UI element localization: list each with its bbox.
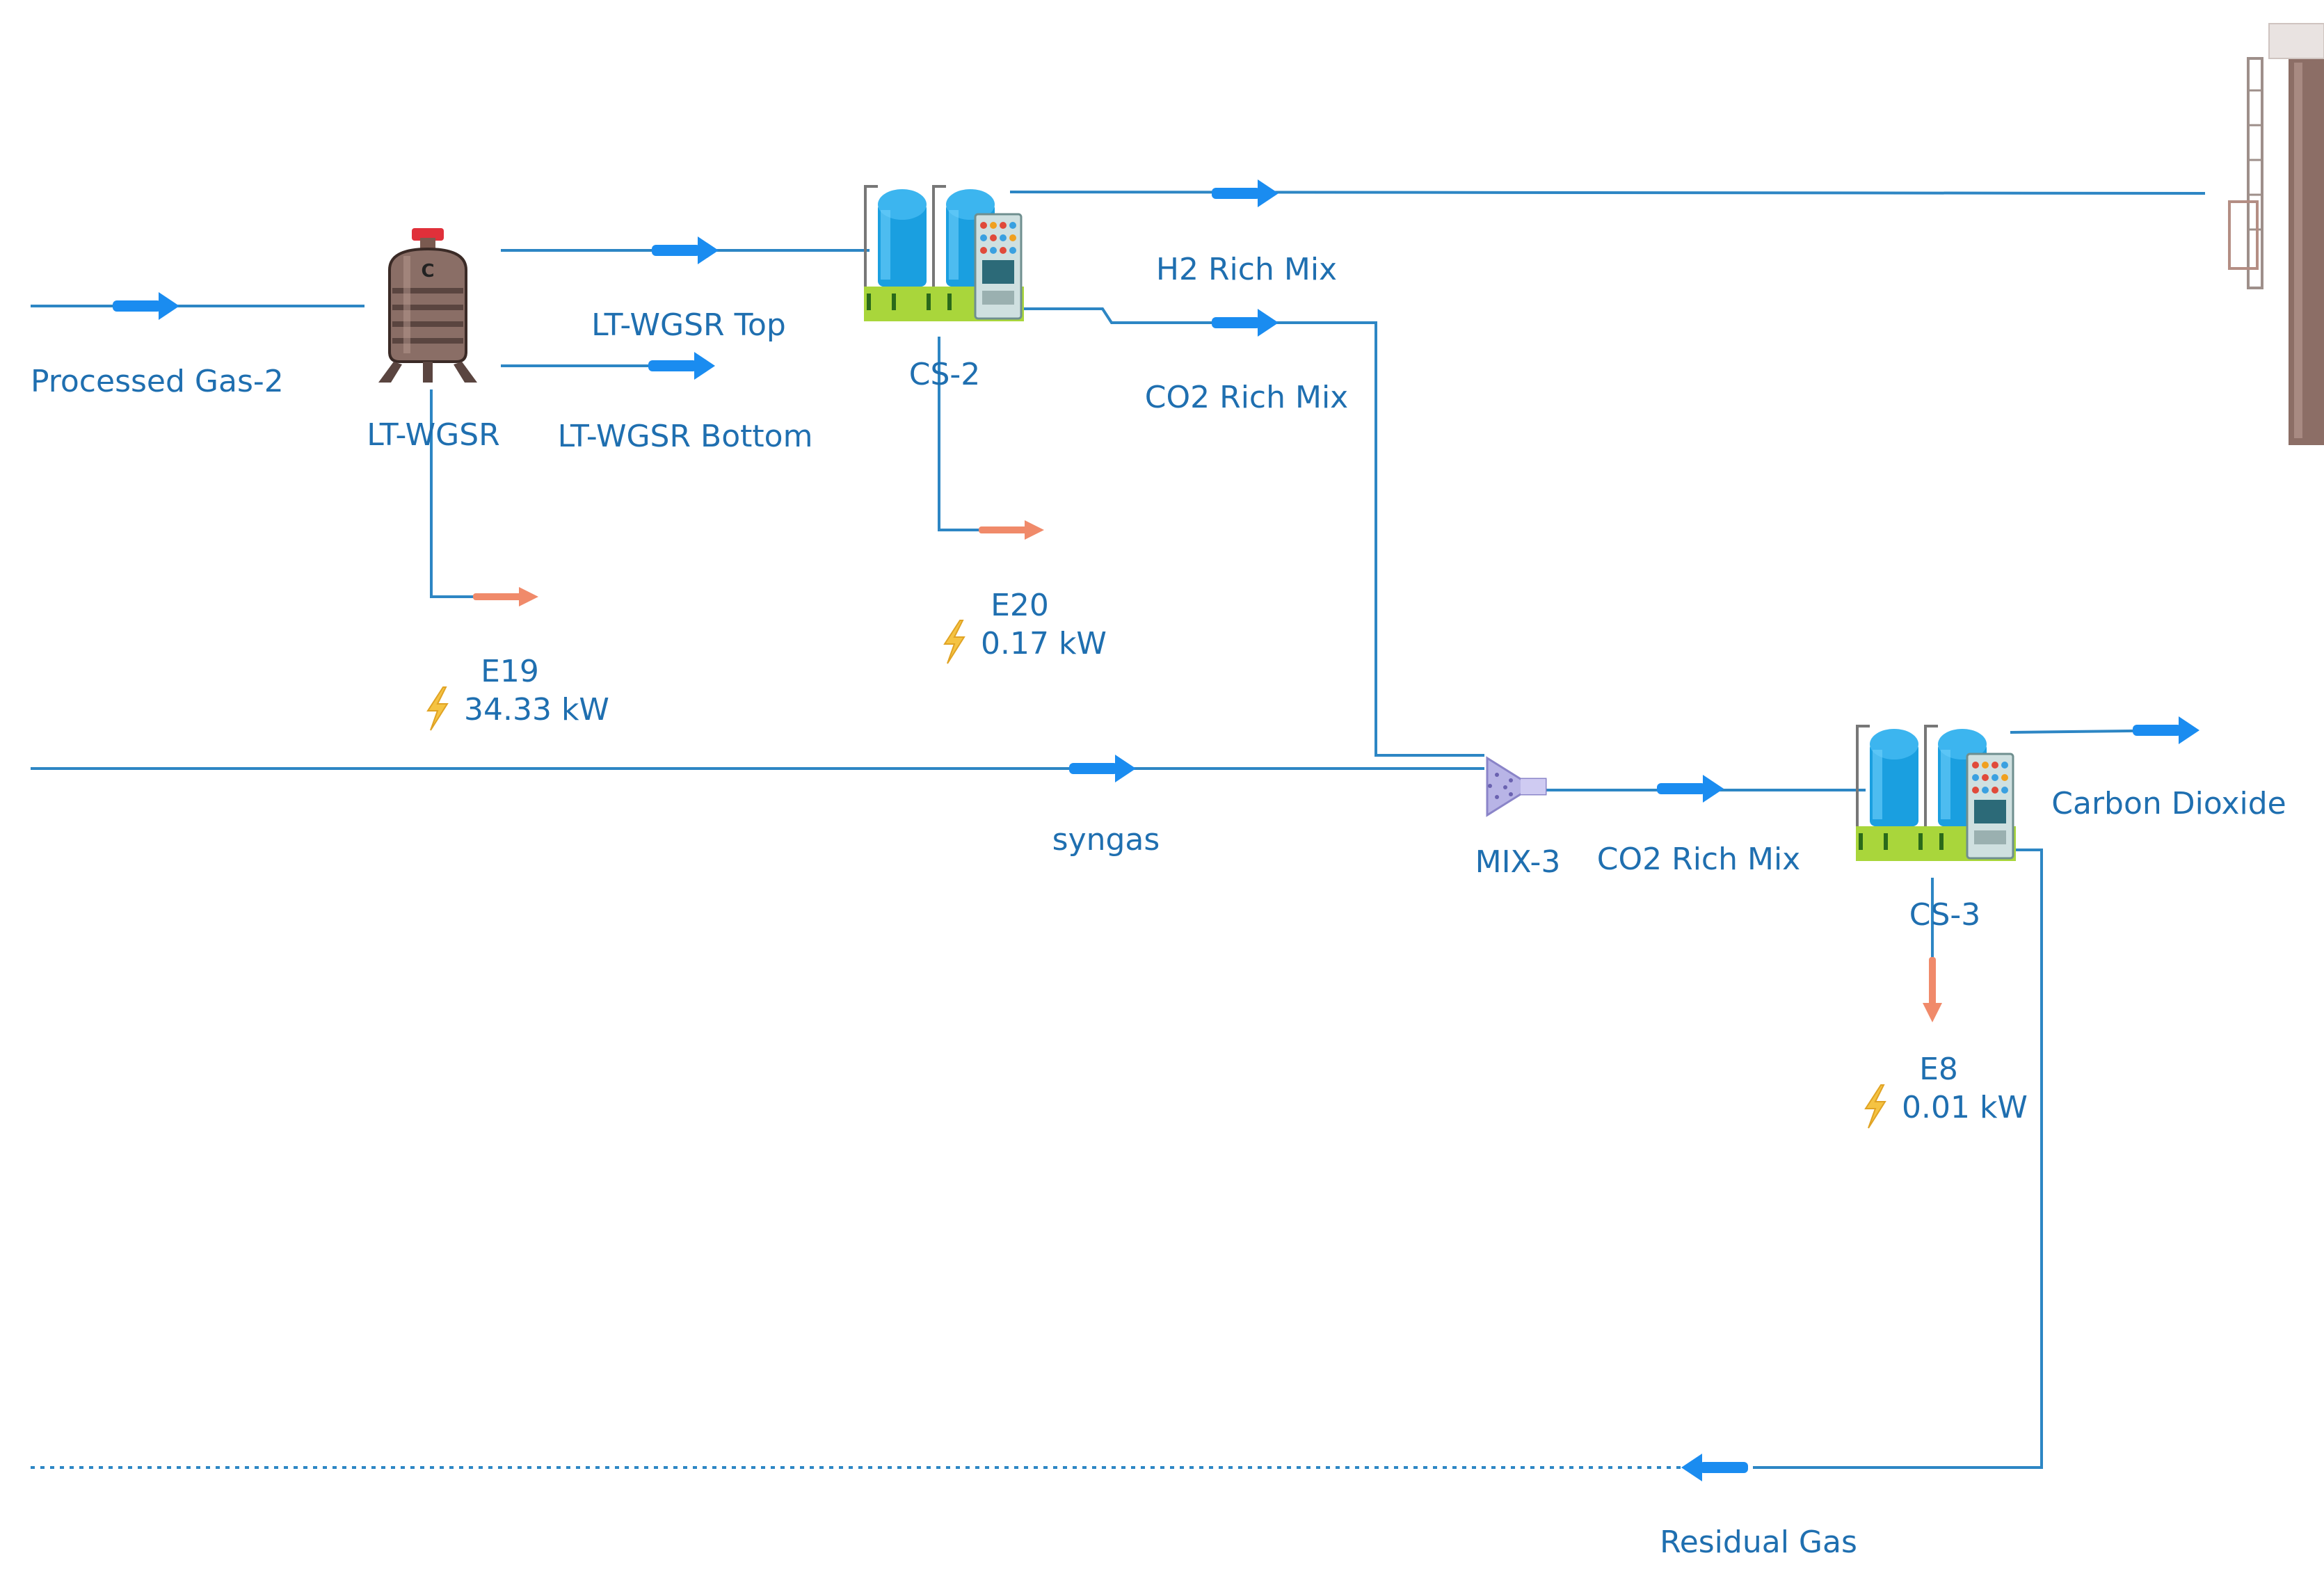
stream-arrow-co2-rich-mix-1 [1212, 309, 1279, 337]
label-co2-rich-mix-2: CO2 Rich Mix [1597, 842, 1800, 877]
separator-icon-cs-3[interactable] [1854, 725, 2017, 862]
stream-arrow-lt-wgsr-bottom [648, 352, 715, 380]
stream-arrow-h2-rich-mix [1212, 179, 1279, 207]
label-processed-gas-2: Processed Gas-2 [31, 364, 284, 399]
label-lt-wgsr: LT-WGSR [367, 417, 500, 453]
lightning-icon-e19 [427, 686, 448, 731]
stream-line-h2-rich-mix[interactable] [1009, 191, 2206, 195]
reactor-letter: C [421, 261, 434, 282]
label-e8-name: E8 [1919, 1052, 1958, 1087]
label-cs-2: CS-2 [909, 357, 981, 392]
mixer-icon-mix-3[interactable] [1486, 756, 1547, 817]
label-carbon-dioxide: Carbon Dioxide [2051, 786, 2286, 821]
lightning-icon-e8 [1865, 1084, 1886, 1129]
energy-line-e19[interactable] [430, 389, 480, 598]
stream-line-residual-gas[interactable] [1753, 849, 2043, 1469]
label-lt-wgsr-bottom: LT-WGSR Bottom [558, 419, 813, 454]
stream-arrow-residual-gas [1681, 1454, 1748, 1481]
energy-arrow-e20 [979, 520, 1044, 540]
label-lt-wgsr-top: LT-WGSR Top [591, 307, 786, 343]
reactor-icon-lt-wgsr[interactable]: C [378, 228, 477, 383]
label-mix-3: MIX-3 [1475, 844, 1561, 880]
stream-arrow-processed-gas-2 [113, 292, 179, 320]
label-e19-value: 34.33 kW [464, 692, 609, 727]
label-syngas: syngas [1052, 822, 1160, 858]
separator-icon-cs-2[interactable] [863, 185, 1025, 323]
label-e19-name: E19 [481, 654, 539, 689]
stream-line-co2-rich-mix-1[interactable] [1017, 307, 1484, 757]
label-cs-3: CS-3 [1909, 897, 1981, 933]
lightning-icon-e20 [944, 620, 965, 664]
label-h2-rich-mix: H2 Rich Mix [1156, 252, 1337, 287]
label-e20-name: E20 [991, 588, 1049, 623]
label-e20-value: 0.17 kW [981, 626, 1107, 661]
label-co2-rich-mix-1: CO2 Rich Mix [1145, 380, 1348, 415]
energy-arrow-e19 [473, 587, 538, 606]
stream-arrow-syngas [1069, 755, 1136, 782]
stream-arrow-lt-wgsr-top [652, 236, 719, 264]
energy-arrow-e8 [1923, 957, 1942, 1022]
label-residual-gas: Residual Gas [1660, 1525, 1857, 1560]
label-e8-value: 0.01 kW [1902, 1090, 2028, 1125]
energy-line-e20[interactable] [938, 337, 988, 531]
stream-arrow-co2-rich-mix-2 [1657, 775, 1724, 803]
column-icon-partial[interactable] [2228, 23, 2324, 445]
stream-arrow-carbon-dioxide [2133, 716, 2199, 744]
